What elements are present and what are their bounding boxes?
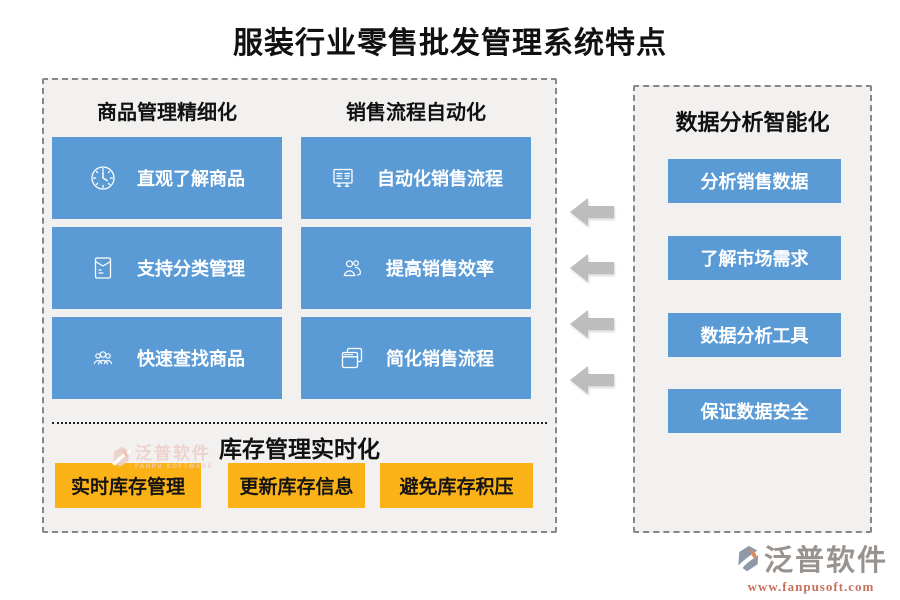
- inventory-box-avoid-overstock: 避免库存积压: [380, 463, 533, 508]
- envelope-icon: [89, 254, 117, 282]
- brand-url: www.fanpusoft.com: [747, 579, 875, 594]
- brand-name: 泛普软件: [763, 545, 888, 577]
- left-arrow-icon: [570, 198, 614, 226]
- user-group-icon: [89, 344, 117, 372]
- clock-icon: [89, 164, 117, 192]
- inventory-section-header: 库存管理实时化: [219, 437, 380, 462]
- analysis-box-data-security: 保证数据安全: [668, 389, 841, 433]
- feature-label: 简化销售流程: [386, 349, 494, 369]
- left-arrow-icon: [570, 310, 614, 338]
- fanpu-logo-icon: [734, 544, 762, 579]
- data-analysis-panel: 数据分析智能化 分析销售数据 了解市场需求 数据分析工具 保证数据安全: [633, 85, 872, 533]
- feature-box-sales-efficiency: 提高销售效率: [301, 227, 531, 309]
- products-sales-panel: 商品管理精细化 销售流程自动化 直观了解商品 支持分类管理: [42, 78, 557, 533]
- feature-box-simplified-sales: 简化销售流程: [301, 317, 531, 399]
- board-list-icon: [329, 164, 357, 192]
- brand-footer: 泛普软件 www.fanpusoft.com: [734, 544, 888, 595]
- dotted-divider: [52, 422, 547, 424]
- stacked-windows-icon: [338, 344, 366, 372]
- analysis-box-sales-data: 分析销售数据: [668, 159, 841, 203]
- feature-label: 提高销售效率: [386, 259, 494, 279]
- analysis-box-market-demand: 了解市场需求: [668, 236, 841, 280]
- feature-box-view-products: 直观了解商品: [52, 137, 282, 219]
- feature-box-category-management: 支持分类管理: [52, 227, 282, 309]
- analysis-box-tools: 数据分析工具: [668, 313, 841, 357]
- inventory-box-update: 更新库存信息: [228, 463, 365, 508]
- feature-label: 支持分类管理: [137, 259, 245, 279]
- feature-box-find-products: 快速查找商品: [52, 317, 282, 399]
- column-header-sales: 销售流程自动化: [346, 102, 486, 124]
- feature-box-automated-sales: 自动化销售流程: [301, 137, 531, 219]
- people-icon: [338, 254, 366, 282]
- feature-label: 自动化销售流程: [377, 169, 503, 189]
- left-arrow-icon: [570, 254, 614, 282]
- inventory-box-realtime: 实时库存管理: [55, 463, 201, 508]
- feature-label: 直观了解商品: [137, 169, 245, 189]
- column-header-products: 商品管理精细化: [97, 102, 237, 124]
- feature-label: 快速查找商品: [137, 349, 245, 369]
- analysis-section-header: 数据分析智能化: [675, 110, 830, 135]
- page-title: 服装行业零售批发管理系统特点: [233, 27, 667, 60]
- left-arrow-icon: [570, 366, 614, 394]
